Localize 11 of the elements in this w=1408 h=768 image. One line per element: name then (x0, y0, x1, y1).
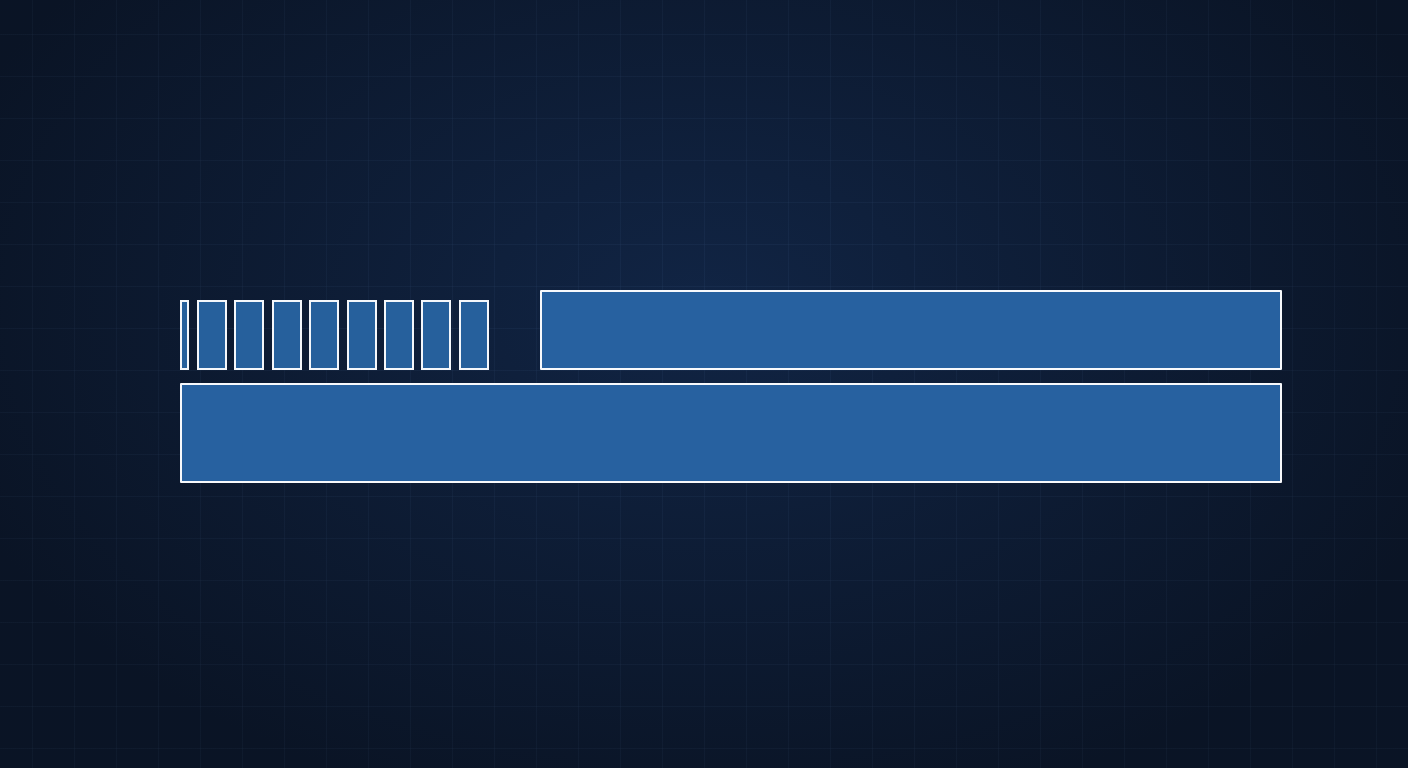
segment-block (180, 300, 189, 370)
segment-block (309, 300, 339, 370)
segment-block (272, 300, 302, 370)
segment-block (347, 300, 377, 370)
bar-block (180, 383, 1282, 483)
segment-block (459, 300, 489, 370)
segment-block (384, 300, 414, 370)
segment-block (421, 300, 451, 370)
segment-block (197, 300, 227, 370)
bar-block (540, 290, 1282, 370)
segment-block (234, 300, 264, 370)
